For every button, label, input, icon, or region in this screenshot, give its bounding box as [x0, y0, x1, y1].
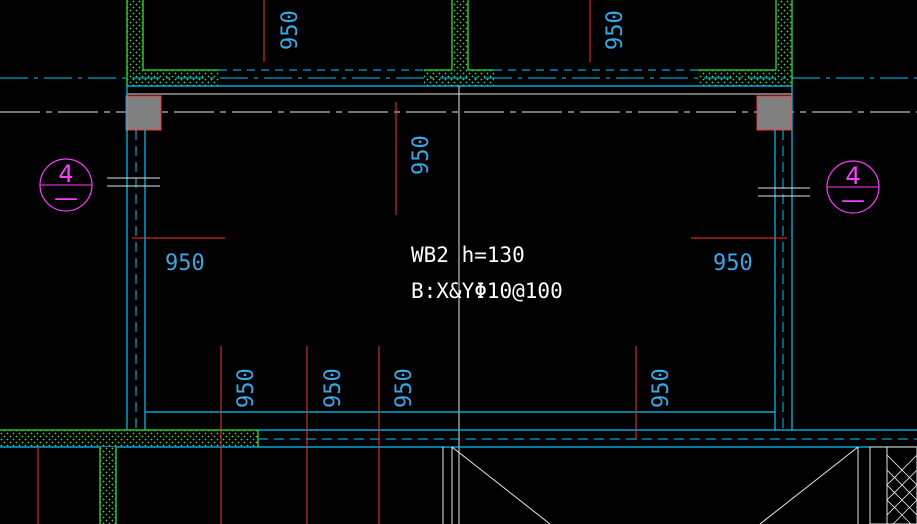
axis-right-number: 4 — [845, 162, 860, 190]
dim-bottom-3: 950 — [392, 368, 417, 408]
top-right-wall-hatch — [776, 0, 792, 86]
dim-right-horizontal: 950 — [713, 251, 753, 276]
axis-tick-lines — [107, 177, 810, 197]
rebar-lines — [132, 0, 787, 524]
column-right — [756, 95, 792, 131]
dim-bottom-4: 950 — [649, 368, 674, 408]
slab-reinforcement-label: B:X&YΦ10@100 — [411, 279, 563, 303]
dim-center-upper: 950 — [409, 135, 434, 175]
dim-bottom-2: 950 — [321, 368, 346, 408]
bottom-left-wall-hatch — [100, 447, 116, 524]
top-middle-wall-hatch — [452, 0, 468, 86]
bottom-right-block — [869, 446, 917, 524]
slab-name-label: WB2 h=130 — [411, 243, 525, 267]
axis-mark-left: 4 — — [39, 158, 93, 212]
dim-top-right: 950 — [603, 10, 628, 50]
axis-left-number: 4 — [58, 160, 73, 188]
column-left — [125, 95, 162, 131]
axis-left-sub: — — [54, 184, 78, 212]
axis-right-sub: — — [841, 186, 865, 214]
top-hatch-seg-3 — [698, 70, 776, 86]
slab-boundary — [0, 86, 917, 524]
dim-bottom-1: 950 — [234, 368, 259, 408]
dim-left-horizontal: 950 — [165, 251, 205, 276]
axis-mark-right: 4 — — [826, 160, 880, 214]
dim-top-left: 950 — [278, 10, 303, 50]
bottom-wall — [0, 429, 917, 524]
bottom-hatch-strip — [0, 430, 258, 446]
top-left-wall-hatch — [127, 0, 143, 86]
